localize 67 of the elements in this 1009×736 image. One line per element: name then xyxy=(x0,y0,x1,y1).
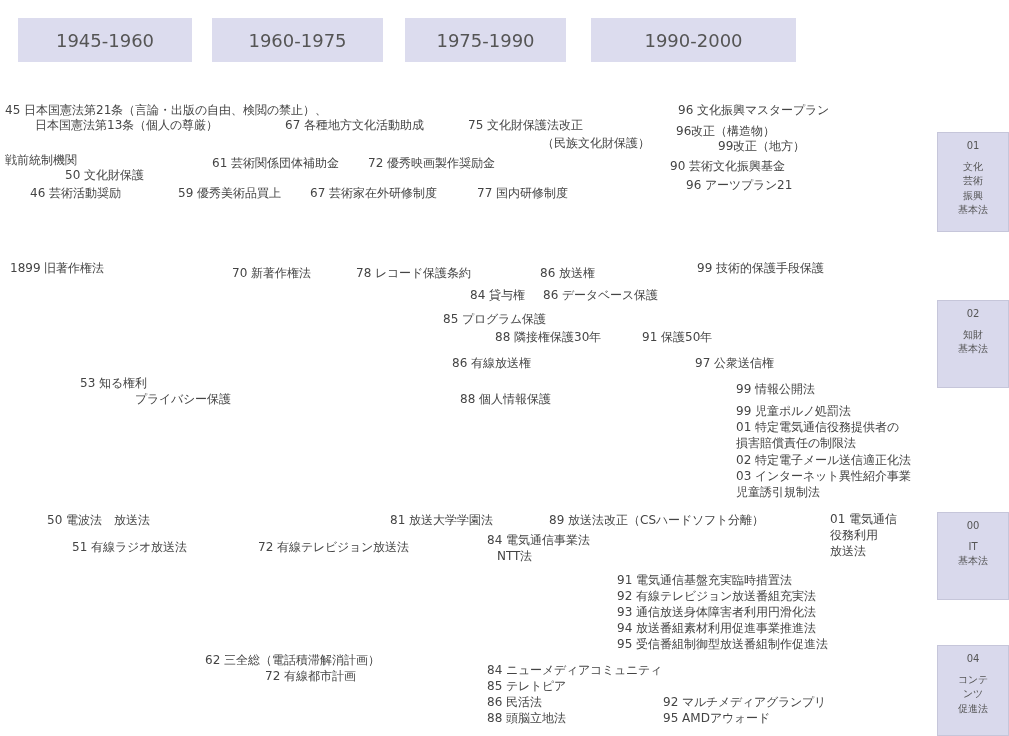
timeline-entry: 81 放送大学学園法 xyxy=(390,512,494,529)
timeline-entry: 96 文化振興マスタープラン xyxy=(678,102,830,119)
timeline-entry: 78 レコード保護条約 xyxy=(356,265,472,282)
timeline-entry: 01 電気通信役務利用放送法 xyxy=(830,511,898,560)
timeline-entry: 53 知る権利 xyxy=(80,375,148,392)
timeline-entry: 91 保護50年 xyxy=(642,329,713,346)
period-box: 1945-1960 xyxy=(18,18,192,62)
timeline-entry: 72 有線都市計画 xyxy=(265,668,357,685)
timeline-entry: 85 テレトピア xyxy=(487,678,567,695)
timeline-entry: 97 公衆送信権 xyxy=(695,355,775,372)
timeline-entry: 86 放送権 xyxy=(540,265,596,282)
timeline-entry: 88 頭脳立地法 xyxy=(487,710,567,727)
timeline-entry: 70 新著作権法 xyxy=(232,265,312,282)
law-box: 01 文化芸術振興基本法 xyxy=(937,132,1009,232)
timeline-entry: 95 受信番組制御型放送番組制作促進法 xyxy=(617,636,829,653)
timeline-entry: 84 電気通信事業法 xyxy=(487,532,591,549)
period-box: 1990-2000 xyxy=(591,18,796,62)
timeline-entry: NTT法 xyxy=(497,548,533,565)
timeline-entry: 1899 旧著作権法 xyxy=(10,260,105,277)
timeline-entry: 72 有線テレビジョン放送法 xyxy=(258,539,410,556)
timeline-entry: 67 各種地方文化活動助成 xyxy=(285,117,425,134)
timeline-entry: 95 AMDアウォード xyxy=(663,710,770,727)
timeline-entry: 03 インターネット異性紹介事業児童誘引規制法 xyxy=(736,468,912,501)
timeline-entry: 50 文化財保護 xyxy=(65,167,145,184)
timeline-entry: 86 データベース保護 xyxy=(543,287,659,304)
law-box: 00 IT基本法 xyxy=(937,512,1009,600)
timeline-entry: 01 特定電気通信役務提供者の損害賠償責任の制限法 xyxy=(736,419,900,452)
timeline-entry: 67 芸術家在外研修制度 xyxy=(310,185,438,202)
timeline-entry: 99 情報公開法 xyxy=(736,381,816,398)
timeline-entry: 85 プログラム保護 xyxy=(443,311,547,328)
timeline-entry: 92 有線テレビジョン放送番組充実法 xyxy=(617,588,817,605)
timeline-entry: 99改正（地方） xyxy=(718,138,806,155)
timeline-entry: プライバシー保護 xyxy=(135,391,231,408)
timeline-entry: 51 有線ラジオ放送法 xyxy=(72,539,188,556)
timeline-entry: 日本国憲法第13条（個人の尊厳） xyxy=(35,117,219,134)
timeline-entry: 86 民活法 xyxy=(487,694,543,711)
timeline-entry: 88 隣接権保護30年 xyxy=(495,329,602,346)
timeline-entry: 62 三全総（電話積滞解消計画） xyxy=(205,652,381,669)
timeline-entry: 94 放送番組素材利用促進事業推進法 xyxy=(617,620,817,637)
law-box: 02 知財基本法 xyxy=(937,300,1009,388)
timeline-entry: 91 電気通信基盤充実臨時措置法 xyxy=(617,572,793,589)
timeline-entry: 61 芸術関係団体補助金 xyxy=(212,155,340,172)
timeline-entry: 75 文化財保護法改正 xyxy=(468,117,584,134)
timeline-entry: （民族文化財保護） xyxy=(542,135,650,152)
period-box: 1960-1975 xyxy=(212,18,383,62)
timeline-entry: 92 マルチメディアグランプリ xyxy=(663,694,827,711)
timeline-entry: 96改正（構造物） xyxy=(676,123,776,140)
timeline-entry: 88 個人情報保護 xyxy=(460,391,552,408)
timeline-entry: 45 日本国憲法第21条（言論・出版の自由、検閲の禁止）、 xyxy=(5,102,328,119)
timeline-entry: 86 有線放送権 xyxy=(452,355,532,372)
timeline-entry: 99 技術的保護手段保護 xyxy=(697,260,825,277)
timeline-entry: 77 国内研修制度 xyxy=(477,185,569,202)
timeline-entry: 89 放送法改正（CSハードソフト分離） xyxy=(549,512,765,529)
timeline-entry: 59 優秀美術品買上 xyxy=(178,185,282,202)
timeline-entry: 50 電波法 放送法 xyxy=(47,512,151,529)
law-box: 04 コンテンツ促進法 xyxy=(937,645,1009,736)
timeline-entry: 90 芸術文化振興基金 xyxy=(670,158,786,175)
timeline-entry: 戦前統制機関 xyxy=(5,152,77,169)
timeline-entry: 02 特定電子メール送信適正化法 xyxy=(736,452,912,469)
timeline-entry: 93 通信放送身体障害者利用円滑化法 xyxy=(617,604,817,621)
timeline-entry: 46 芸術活動奨励 xyxy=(30,185,122,202)
timeline-entry: 72 優秀映画製作奨励金 xyxy=(368,155,496,172)
period-box: 1975-1990 xyxy=(405,18,566,62)
timeline-entry: 99 児童ポルノ処罰法 xyxy=(736,403,852,420)
timeline-entry: 84 ニューメディアコミュニティ xyxy=(487,662,663,679)
timeline-entry: 84 貸与権 xyxy=(470,287,526,304)
timeline-entry: 96 アーツプラン21 xyxy=(686,177,793,194)
